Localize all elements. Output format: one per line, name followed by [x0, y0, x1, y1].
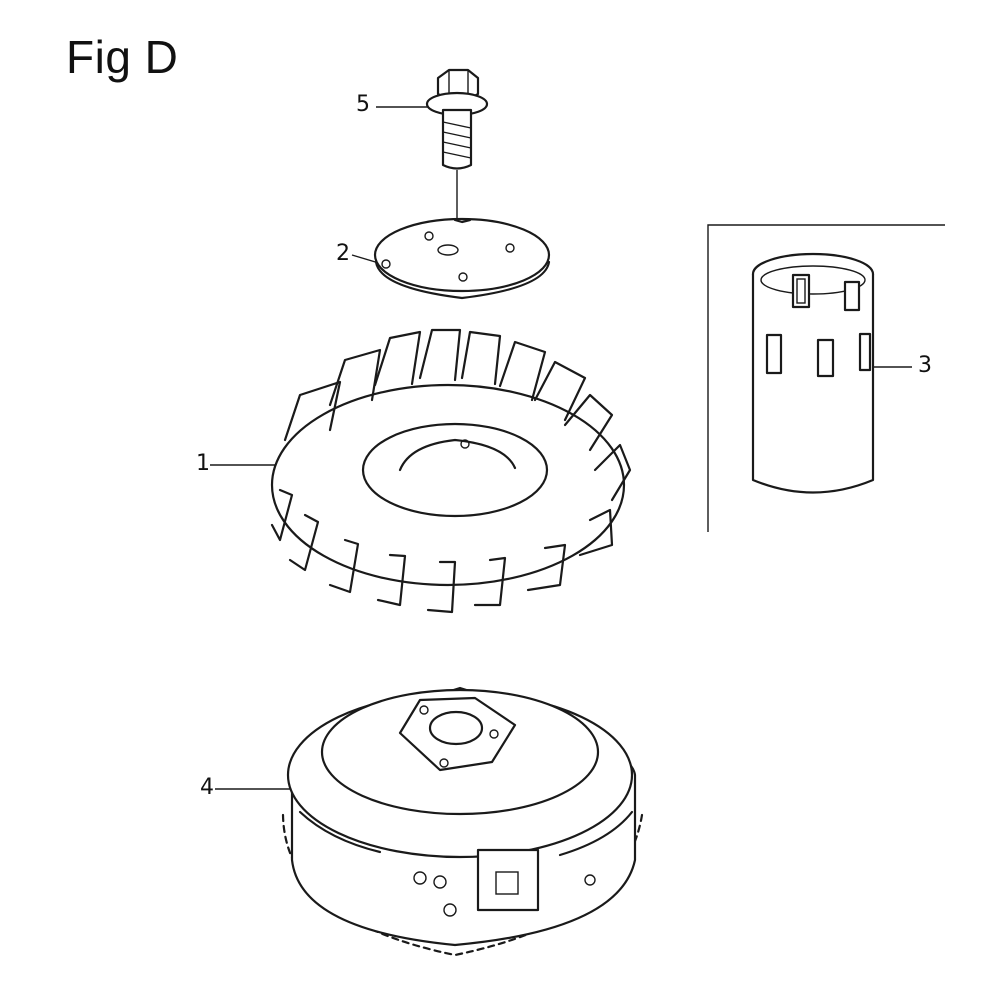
- sleeve-icon: [751, 252, 875, 494]
- cooling-fan-icon: [270, 328, 632, 614]
- callout-2: 2: [336, 241, 350, 266]
- callout-1: 1: [196, 451, 210, 476]
- figure-title: Fig D: [66, 31, 179, 83]
- callout-4: 4: [200, 775, 214, 800]
- plate-icon: [373, 217, 551, 300]
- detail-bracket: [707, 224, 945, 532]
- callout-3: 3: [918, 353, 932, 378]
- bolt-icon: [425, 68, 489, 170]
- callout-5: 5: [356, 92, 370, 117]
- flywheel-icon: [281, 686, 644, 957]
